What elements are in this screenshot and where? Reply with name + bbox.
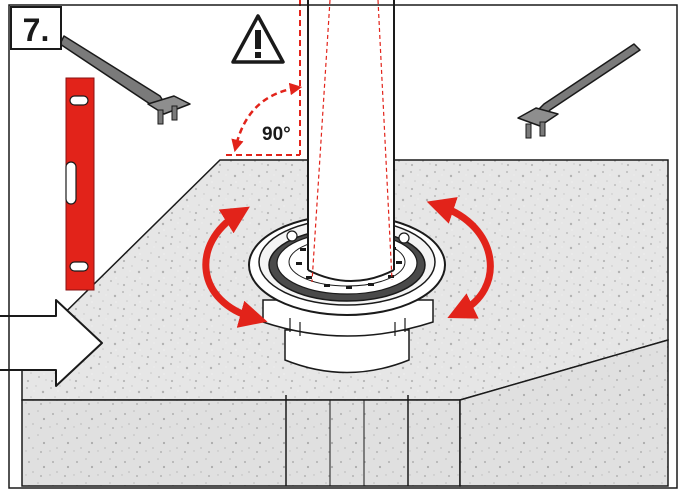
rotate-arrow-icon — [426, 197, 494, 319]
spirit-level-icon — [65, 77, 95, 291]
drain-pipe-below — [285, 395, 409, 486]
right-angle-indicator — [226, 0, 303, 156]
rotate-arrow-icon — [202, 206, 268, 328]
concrete-front-face — [21, 399, 461, 487]
illustration-frame — [8, 4, 678, 489]
adjustment-key-icon — [59, 35, 191, 125]
installation-pipe — [307, 0, 395, 283]
direction-arrow-icon — [0, 299, 103, 387]
warning-triangle-icon — [231, 14, 285, 64]
angle-label: 90° — [262, 124, 291, 145]
concrete-right-face — [459, 339, 669, 487]
step-number: 7. — [10, 6, 62, 50]
adjustment-key-icon — [517, 43, 641, 139]
